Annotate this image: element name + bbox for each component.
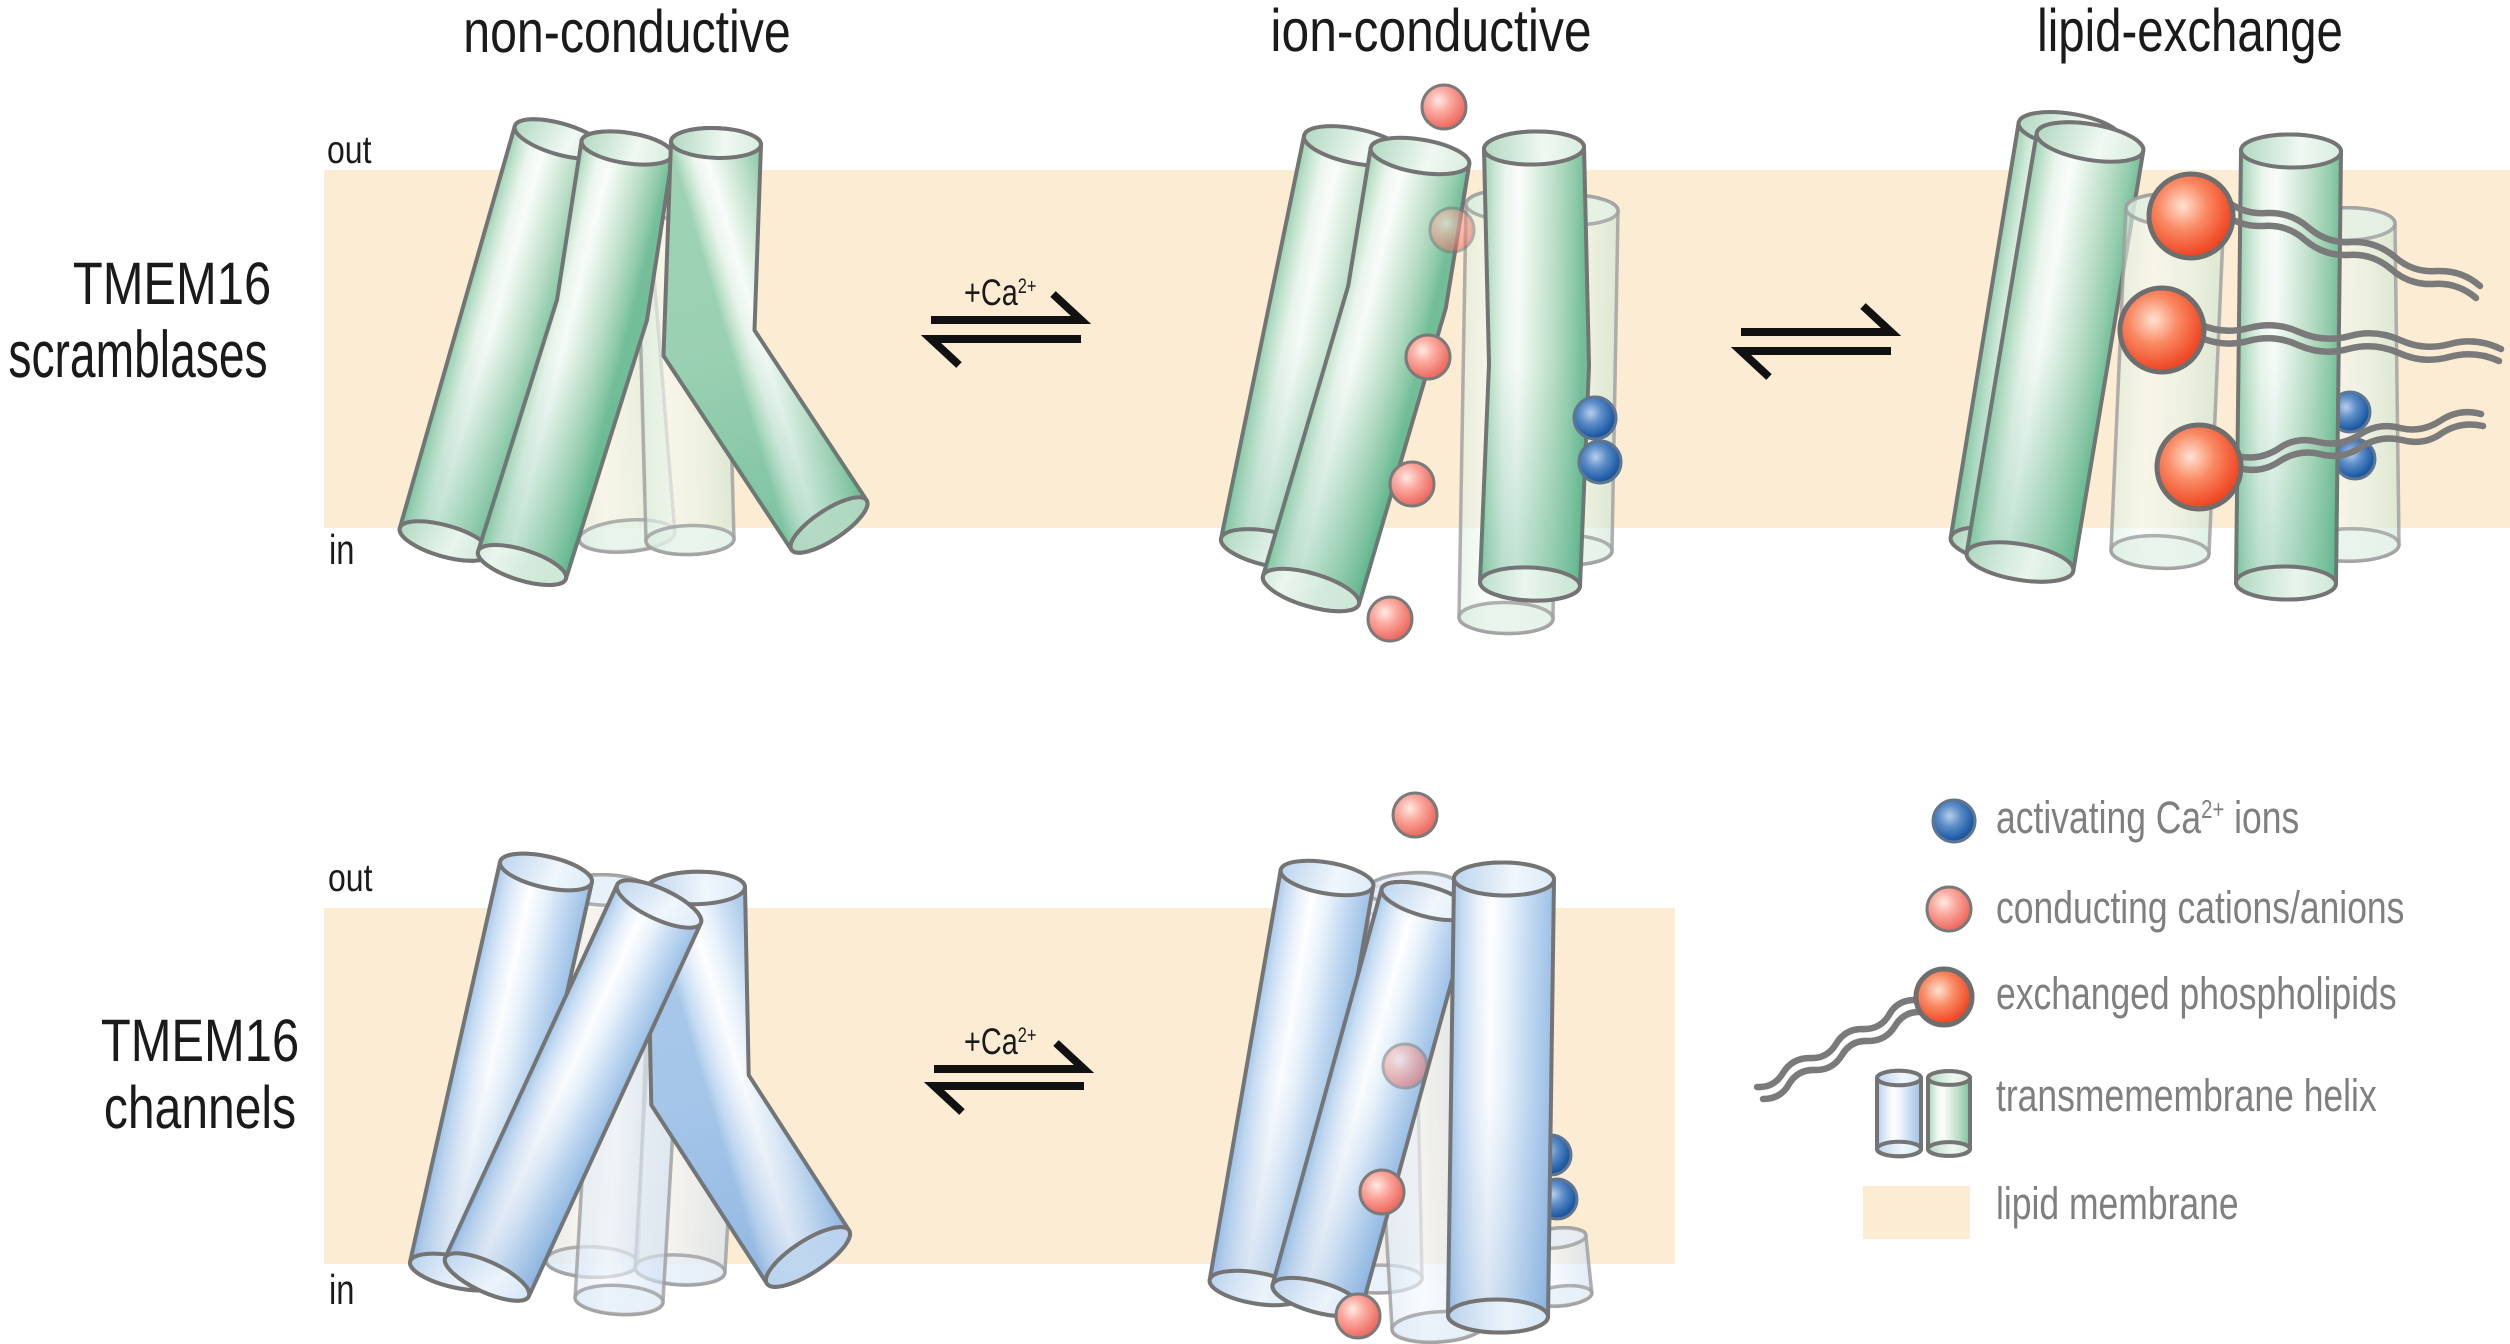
svg-text:TMEM16: TMEM16 <box>73 250 271 317</box>
svg-text:channels: channels <box>104 1074 296 1141</box>
svg-text:transmemembrane helix: transmemembrane helix <box>1996 1070 2377 1121</box>
svg-text:conducting cations/anions: conducting cations/anions <box>1996 882 2404 933</box>
svg-text:in: in <box>329 1266 355 1313</box>
svg-text:activating Ca2+​ ions: activating Ca2+​ ions <box>1996 792 2299 843</box>
svg-text:ion-conductive: ion-conductive <box>1270 0 1591 64</box>
svg-text:out: out <box>328 857 373 900</box>
svg-text:scramblases: scramblases <box>8 317 267 391</box>
svg-text:TMEM16: TMEM16 <box>101 1007 299 1074</box>
svg-text:lipid membrane: lipid membrane <box>1996 1178 2239 1229</box>
svg-text:exchanged phospholipids: exchanged phospholipids <box>1996 968 2397 1019</box>
svg-text:in: in <box>329 526 355 573</box>
svg-text:non-conductive: non-conductive <box>463 0 791 65</box>
svg-text:out: out <box>327 129 372 172</box>
svg-text:lipid-exchange: lipid-exchange <box>2037 0 2343 64</box>
svg-text:+Ca2+​: +Ca2+​ <box>964 272 1036 313</box>
svg-text:+Ca2+​: +Ca2+​ <box>964 1021 1036 1062</box>
